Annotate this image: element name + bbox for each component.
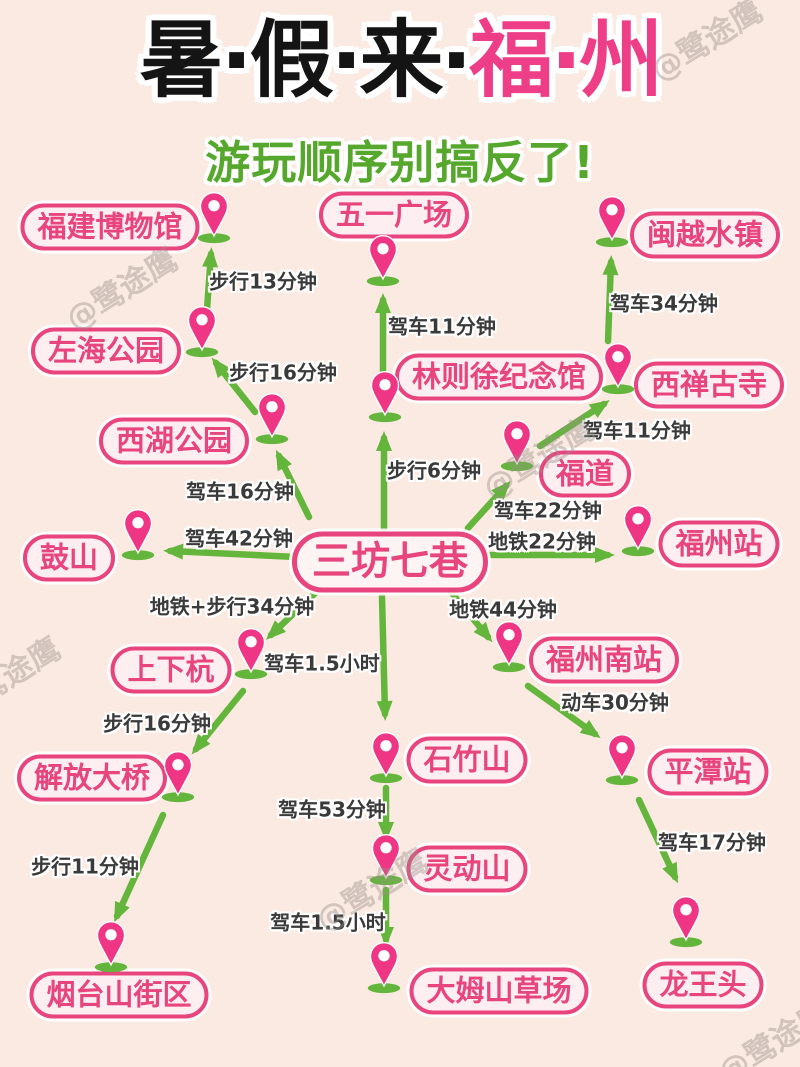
watermark: @鹭途鹰 <box>0 630 67 728</box>
route-arrow-sanfang-qixiang-to-gushan <box>163 543 300 561</box>
travel-time-sanfang-qixiang-to-fuzhou-station: 地铁22分钟 <box>488 529 596 554</box>
travel-time-sanfang-qixiang-to-gushan: 驾车42分钟 <box>185 526 293 551</box>
map-pin-icon-fuzhou-station <box>621 504 655 557</box>
location-pill-damushan-pasture: 大姆山草场 <box>409 967 589 1015</box>
map-pin-icon-shangxiahang <box>234 627 268 680</box>
travel-time-xichan-temple-to-minyue-water-town: 驾车34分钟 <box>610 291 718 316</box>
map-pin-icon-minyue-water-town <box>595 195 629 248</box>
travel-time-sanfang-qixiang-to-fudao: 驾车22分钟 <box>494 498 602 523</box>
title-pink-part: 福·州 <box>469 11 663 109</box>
location-pill-fujian-museum: 福建博物馆 <box>20 203 200 251</box>
map-pin-icon-gushan <box>121 508 155 561</box>
location-pill-fudao: 福道 <box>538 450 632 498</box>
map-pin-icon-shizhushan <box>369 731 403 784</box>
map-pin-icon-wuyi-square <box>366 234 400 287</box>
travel-time-fuzhou-south-station-to-pingtan-station: 动车30分钟 <box>561 690 669 715</box>
location-pill-sanfang-qixiang: 三坊七巷 <box>291 531 489 593</box>
map-pin-icon-jiefang-bridge <box>161 750 195 803</box>
map-pin-icon-longwangtou <box>669 895 703 948</box>
location-pill-shizhushan: 石竹山 <box>406 736 528 784</box>
travel-time-sanfang-qixiang-to-shangxiahang: 地铁+步行34分钟 <box>149 594 315 619</box>
location-pill-minyue-water-town: 闽越水镇 <box>629 211 781 259</box>
watermark: @鹭途鹰 <box>59 241 184 339</box>
location-pill-zuohai-park: 左海公园 <box>30 327 182 375</box>
map-pin-icon-linzexu-memorial <box>368 370 402 423</box>
location-pill-fuzhou-south-station: 福州南站 <box>528 636 680 684</box>
location-pill-shangxiahang: 上下杭 <box>110 646 232 694</box>
map-pin-icon-pingtan-station <box>605 733 639 786</box>
location-pill-wuyi-square: 五一广场 <box>318 191 470 239</box>
location-pill-yantaishan-block: 烟台山街区 <box>29 971 209 1019</box>
travel-time-sanfang-qixiang-to-shizhushan: 驾车1.5小时 <box>264 651 380 676</box>
location-pill-jiefang-bridge: 解放大桥 <box>16 754 168 802</box>
title-black-part: 暑·假·来· <box>139 11 473 109</box>
page-subtitle: 游玩顺序别搞反了! <box>205 136 595 189</box>
travel-time-pingtan-station-to-longwangtou: 驾车17分钟 <box>658 830 766 855</box>
map-pin-icon-xichan-temple <box>601 342 635 395</box>
map-pin-icon-fudao <box>500 419 534 472</box>
map-pin-icon-yantaishan-block <box>94 920 128 973</box>
travel-time-lingdongshan-to-damushan-pasture: 驾车1.5小时 <box>270 910 386 935</box>
location-pill-gushan: 鼓山 <box>22 534 116 582</box>
location-pill-xihu-park: 西湖公园 <box>98 417 250 465</box>
route-arrow-sanfang-qixiang-to-shizhushan <box>376 593 393 721</box>
map-pin-icon-zuohai-park <box>185 305 219 358</box>
travel-time-fudao-to-xichan-temple: 驾车11分钟 <box>583 418 691 443</box>
travel-time-sanfang-qixiang-to-xihu-park: 驾车16分钟 <box>186 479 294 504</box>
map-pin-icon-fuzhou-south-station <box>492 620 526 673</box>
map-pin-icon-fujian-museum <box>197 191 231 244</box>
location-pill-longwangtou: 龙王头 <box>642 961 764 1009</box>
location-pill-pingtan-station: 平潭站 <box>647 748 769 796</box>
travel-time-zuohai-park-to-fujian-museum: 步行13分钟 <box>209 269 317 294</box>
travel-time-xihu-park-to-zuohai-park: 步行16分钟 <box>229 360 337 385</box>
location-pill-xichan-temple: 西禅古寺 <box>633 361 785 409</box>
travel-time-sanfang-qixiang-to-linzexu-memorial: 步行6分钟 <box>387 458 481 483</box>
location-pill-linzexu-memorial: 林则徐纪念馆 <box>394 353 604 401</box>
location-pill-lingdongshan: 灵动山 <box>406 845 528 893</box>
travel-time-shangxiahang-to-jiefang-bridge: 步行16分钟 <box>103 711 211 736</box>
map-pin-icon-lingdongshan <box>369 833 403 886</box>
map-pin-icon-xihu-park <box>255 392 289 445</box>
travel-time-linzexu-memorial-to-wuyi-square: 驾车11分钟 <box>388 314 496 339</box>
page-title: 暑·假·来·福·州 <box>0 12 800 109</box>
map-pin-icon-damushan-pasture <box>367 941 401 994</box>
travel-time-shizhushan-to-lingdongshan: 驾车53分钟 <box>278 797 386 822</box>
travel-time-jiefang-bridge-to-yantaishan-block: 步行11分钟 <box>31 854 139 879</box>
location-pill-fuzhou-station: 福州站 <box>658 520 780 568</box>
